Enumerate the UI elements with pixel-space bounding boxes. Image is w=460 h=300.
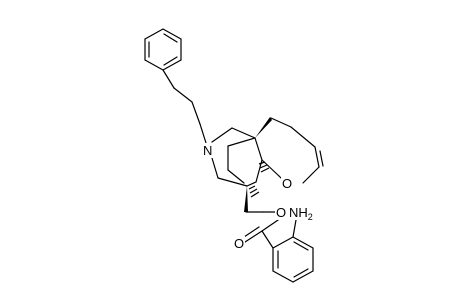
amine-subscript: 2 [308,212,313,222]
ester-carbonyl [243,217,282,249]
oxepine-ring [255,117,324,184]
amine-nh: NH [289,205,308,220]
carbonyl-oxygen-label: O [234,236,244,251]
ring-oxygen-label: O [282,176,292,191]
atom-amine: NH2 [288,205,316,222]
atom-n: N [202,143,214,158]
atom-ester-o: O [275,205,287,220]
bicyclic-core [211,127,263,187]
ester-oxygen-label: O [276,205,286,220]
stereo-hash-bonds [248,161,270,198]
amine-label: NH2 [289,205,313,222]
atom-carbonyl-o: O [233,236,245,251]
ester-linker [244,186,277,213]
phenyl-ring [144,28,182,71]
propyl-chain [162,69,207,144]
atom-ring-o: O [281,176,293,191]
anthranilate-ring [272,219,314,283]
nitrogen-label: N [203,143,212,158]
